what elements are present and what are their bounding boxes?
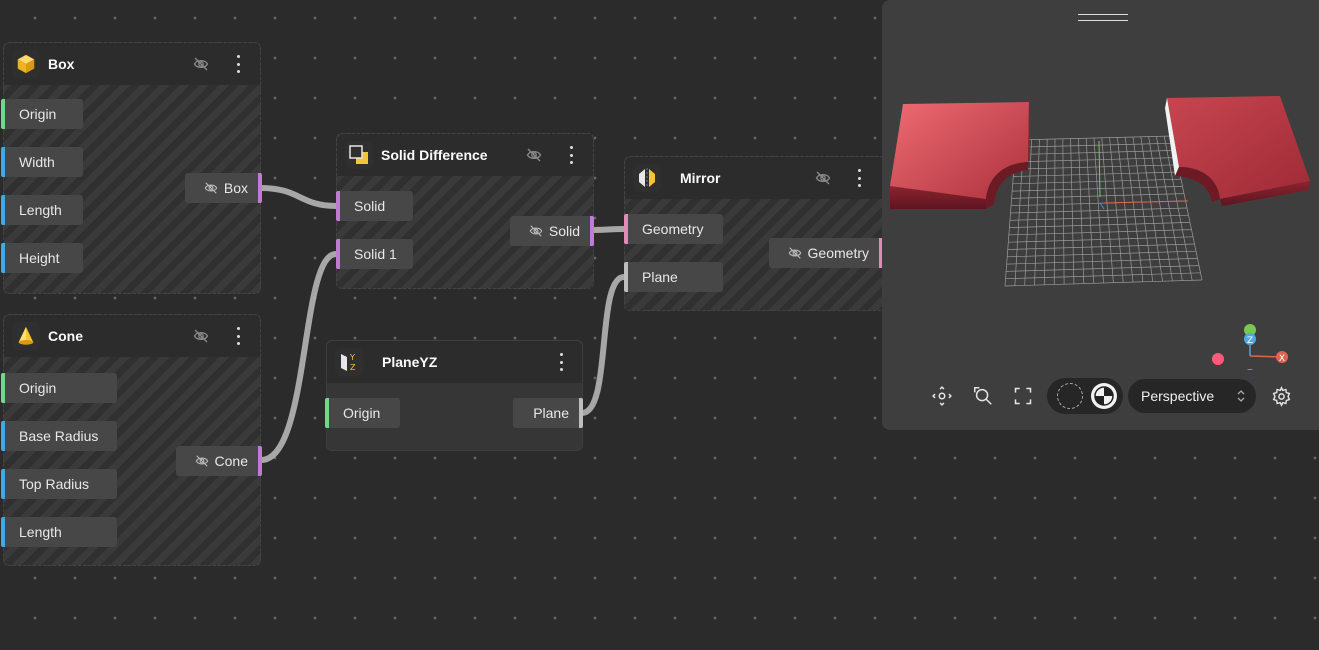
node-title: Box xyxy=(48,56,75,72)
visibility-off-icon[interactable] xyxy=(193,56,209,72)
visibility-off-icon[interactable] xyxy=(788,246,802,260)
viewport-panel[interactable]: Z X Perspective xyxy=(882,0,1319,430)
svg-text:Y: Y xyxy=(349,353,355,362)
more-vertical-icon[interactable] xyxy=(231,55,245,73)
more-vertical-icon[interactable] xyxy=(554,353,568,371)
node-title: Cone xyxy=(48,328,83,344)
mirror-node-header[interactable]: Mirror xyxy=(625,157,885,199)
wire-solid-to-geometry xyxy=(590,226,627,233)
input-port-origin[interactable]: Origin xyxy=(1,99,83,129)
fullscreen-icon[interactable] xyxy=(1011,384,1035,408)
wire-box-to-solid xyxy=(258,185,339,209)
z-axis-line xyxy=(1099,202,1105,210)
drag-handle[interactable] xyxy=(1078,14,1128,21)
input-port-geometry[interactable]: Geometry xyxy=(624,214,723,244)
input-port-base-radius[interactable]: Base Radius xyxy=(1,421,117,451)
input-port-length[interactable]: Length xyxy=(1,195,83,225)
gizmo-x-label: X xyxy=(1279,354,1285,364)
render-mode-toggle[interactable] xyxy=(1047,378,1123,414)
cone-node[interactable]: Cone Origin Base Radius Top Radius Lengt… xyxy=(1,314,262,566)
axis-gizmo[interactable]: Z X xyxy=(1212,324,1288,370)
wire-plane-to-plane xyxy=(579,274,627,416)
node-title: Mirror xyxy=(680,170,721,186)
visibility-off-icon[interactable] xyxy=(526,147,542,163)
input-port-origin[interactable]: Origin xyxy=(1,373,117,403)
cube-icon xyxy=(12,50,40,78)
solid-difference-node-header[interactable]: Solid Difference xyxy=(337,134,593,176)
cone-icon xyxy=(12,322,40,350)
mirror-node[interactable]: Mirror Geometry Plane Geometry xyxy=(624,156,886,311)
input-port-top-radius[interactable]: Top Radius xyxy=(1,469,117,499)
chevron-up-down-icon xyxy=(1237,390,1245,402)
ground-grid xyxy=(1004,135,1203,287)
visibility-off-icon[interactable] xyxy=(195,454,209,468)
more-vertical-icon[interactable] xyxy=(852,169,866,187)
input-port-solid[interactable]: Solid xyxy=(336,191,413,221)
y-axis-line xyxy=(1098,140,1101,198)
input-port-plane[interactable]: Plane xyxy=(624,262,723,292)
wire-cone-to-solid1 xyxy=(258,251,339,463)
x-axis-line xyxy=(1103,200,1189,204)
orbit-icon[interactable] xyxy=(930,384,954,408)
box-node-header[interactable]: Box xyxy=(4,43,260,85)
3d-scene[interactable]: Z X xyxy=(882,0,1319,370)
solid-difference-node[interactable]: Solid Difference Solid Solid 1 Solid xyxy=(336,133,594,289)
output-port-box[interactable]: Box xyxy=(185,173,262,203)
output-port-geometry[interactable]: Geometry xyxy=(769,238,883,268)
zoom-fit-icon[interactable] xyxy=(971,384,995,408)
input-port-solid-1[interactable]: Solid 1 xyxy=(336,239,413,269)
cone-node-header[interactable]: Cone xyxy=(4,315,260,357)
visibility-off-icon[interactable] xyxy=(529,224,543,238)
output-port-plane[interactable]: Plane xyxy=(513,398,583,428)
input-port-width[interactable]: Width xyxy=(1,147,83,177)
mirrored-solid-right xyxy=(1165,96,1310,206)
camera-mode-select[interactable]: Perspective xyxy=(1128,379,1256,413)
output-port-solid[interactable]: Solid xyxy=(510,216,594,246)
mirror-icon xyxy=(633,164,661,192)
settings-icon[interactable] xyxy=(1269,384,1293,408)
mirrored-solid-left xyxy=(890,102,1030,209)
wireframe-mode-icon[interactable] xyxy=(1091,383,1117,409)
box-node[interactable]: Box Origin Width Length Height Box xyxy=(1,42,262,294)
more-vertical-icon[interactable] xyxy=(231,327,245,345)
visibility-off-icon[interactable] xyxy=(204,181,218,195)
shaded-mode-icon[interactable] xyxy=(1057,383,1083,409)
svg-text:Z: Z xyxy=(350,363,356,372)
camera-mode-value: Perspective xyxy=(1141,388,1215,404)
output-port-cone[interactable]: Cone xyxy=(176,446,262,476)
visibility-off-icon[interactable] xyxy=(815,170,831,186)
input-port-origin[interactable]: Origin xyxy=(325,398,400,428)
gizmo-z-label: Z xyxy=(1247,336,1253,346)
visibility-off-icon[interactable] xyxy=(193,328,209,344)
node-title: PlaneYZ xyxy=(382,354,438,370)
input-port-height[interactable]: Height xyxy=(1,243,83,273)
more-vertical-icon[interactable] xyxy=(564,146,578,164)
node-title: Solid Difference xyxy=(381,147,488,163)
input-port-length[interactable]: Length xyxy=(1,517,117,547)
boolean-difference-icon xyxy=(345,141,373,169)
